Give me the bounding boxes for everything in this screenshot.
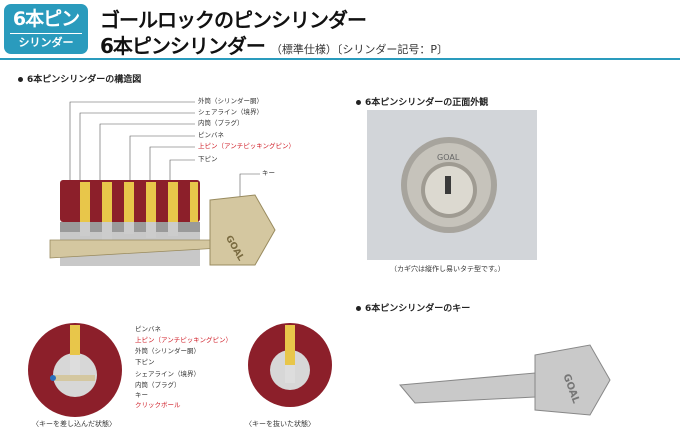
bullet-icon [356, 100, 361, 105]
page-title: ゴールロックのピンシリンダー [100, 8, 367, 32]
label-key: キー [262, 169, 275, 177]
label-outer-cylinder: 外筒（シリンダー胴） [198, 97, 263, 105]
cross-label-outer-cylinder: 外筒（シリンダー胴） [135, 347, 200, 355]
header-rule [0, 58, 680, 60]
cross-label-key: キー [135, 391, 148, 399]
section-structure: 6本ピンシリンダーの構造図 [18, 72, 141, 85]
front-brand-mark: GOAL [437, 153, 460, 162]
badge-sub: シリンダー [10, 33, 82, 50]
cross-label-pin-spring: ピンバネ [135, 325, 161, 333]
six-pin-badge: 6本ピン シリンダー [4, 4, 88, 54]
label-pin-spring: ピンバネ [198, 131, 224, 139]
cross-section-inserted [28, 323, 122, 417]
cross-label-top-pin: 上ピン（アンチピッキングピン） [135, 336, 233, 344]
cross-label-bottom-pin: 下ピン [135, 358, 155, 366]
label-plug: 内筒（プラグ） [198, 119, 244, 127]
bullet-icon [18, 77, 23, 82]
badge-main: 6本ピン [12, 8, 80, 30]
section-front-label: 6本ピンシリンダーの正面外観 [365, 98, 489, 108]
label-shear-line: シェアライン（境界） [198, 108, 263, 116]
label-bottom-pin: 下ピン [198, 155, 218, 163]
section-key-label: 6本ピンシリンダーのキー [365, 304, 471, 314]
section-key: 6本ピンシリンダーのキー [356, 301, 470, 314]
caption-front: （カギ穴は縦作し易いタテ型です。） [390, 265, 505, 273]
cross-label-shear-line: シェアライン（境界） [135, 370, 200, 378]
cylinder-front-photo: GOAL [367, 110, 537, 260]
section-structure-label: 6本ピンシリンダーの構造図 [27, 75, 142, 85]
key-photo: GOAL [399, 344, 611, 416]
caption-inserted: 〈キーを差し込んだ状態〉 [32, 420, 116, 428]
subtitle-main: 6本ピンシリンダー [100, 34, 266, 58]
cross-label-click-ball: クリックボール [135, 401, 181, 409]
caption-removed: 〈キーを抜いた状態〉 [245, 420, 315, 428]
cylinder-cutaway-diagram: GOAL [49, 101, 276, 266]
section-front: 6本ピンシリンダーの正面外観 [356, 95, 488, 108]
page-subtitle: 6本ピンシリンダー （標準仕様）〔シリンダー記号：P〕 [100, 30, 448, 59]
label-top-pin: 上ピン（アンチピッキングピン） [198, 142, 296, 150]
subtitle-spec: （標準仕様）〔シリンダー記号：P〕 [270, 43, 449, 56]
cross-section-removed [248, 323, 332, 407]
cross-label-plug: 内筒（プラグ） [135, 381, 181, 389]
bullet-icon [356, 306, 361, 311]
